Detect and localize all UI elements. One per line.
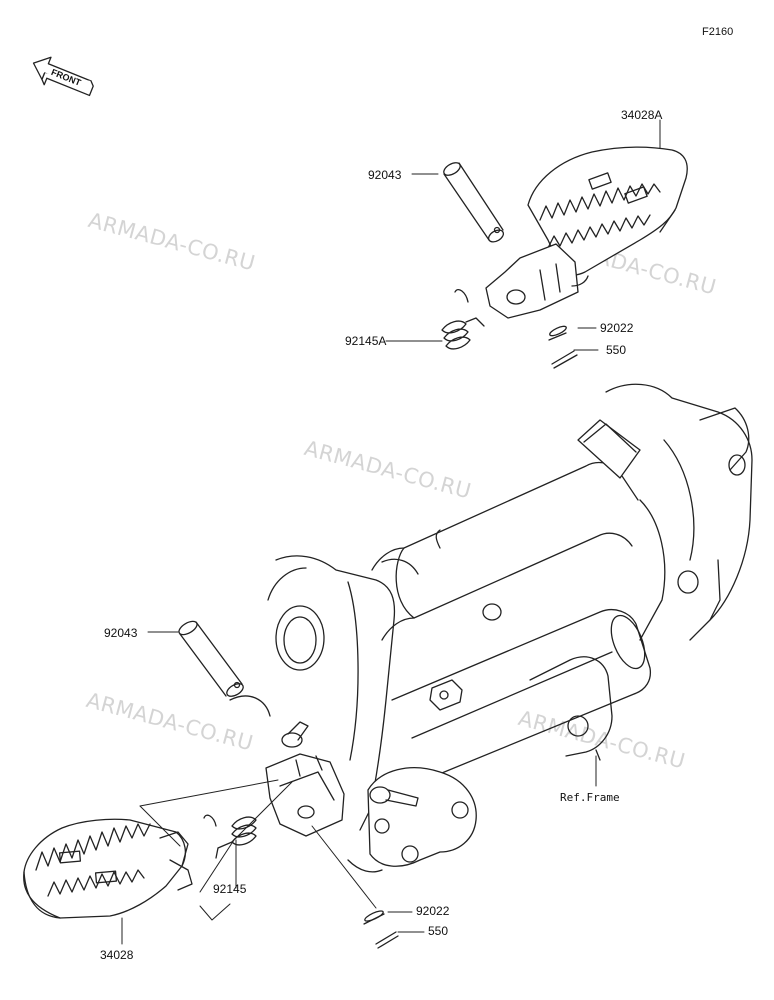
ref-frame-label: Ref.Frame xyxy=(560,791,620,804)
part-label-92145: 92145 xyxy=(213,882,247,896)
part-label-34028a: 34028A xyxy=(621,108,663,122)
part-label-550-upper: 550 xyxy=(606,343,627,357)
part-label-92043-lower: 92043 xyxy=(104,626,138,640)
front-arrow-icon: FRONT xyxy=(32,56,94,97)
leader-lines xyxy=(121,119,661,945)
part-label-550-lower: 550 xyxy=(428,924,449,938)
part-label-92022-upper: 92022 xyxy=(600,321,634,335)
part-label-92043-upper: 92043 xyxy=(368,168,402,182)
frame-drawing xyxy=(229,383,753,873)
lower-footpeg-drawing xyxy=(23,620,399,949)
upper-footpeg-drawing xyxy=(441,146,688,369)
upper-pin-drawing xyxy=(443,162,505,243)
part-label-92145a: 92145A xyxy=(345,334,387,348)
part-label-92022-lower: 92022 xyxy=(416,904,450,918)
figure-id: F2160 xyxy=(702,26,734,38)
upper-spring-drawing xyxy=(441,288,485,350)
part-label-34028: 34028 xyxy=(100,948,134,962)
